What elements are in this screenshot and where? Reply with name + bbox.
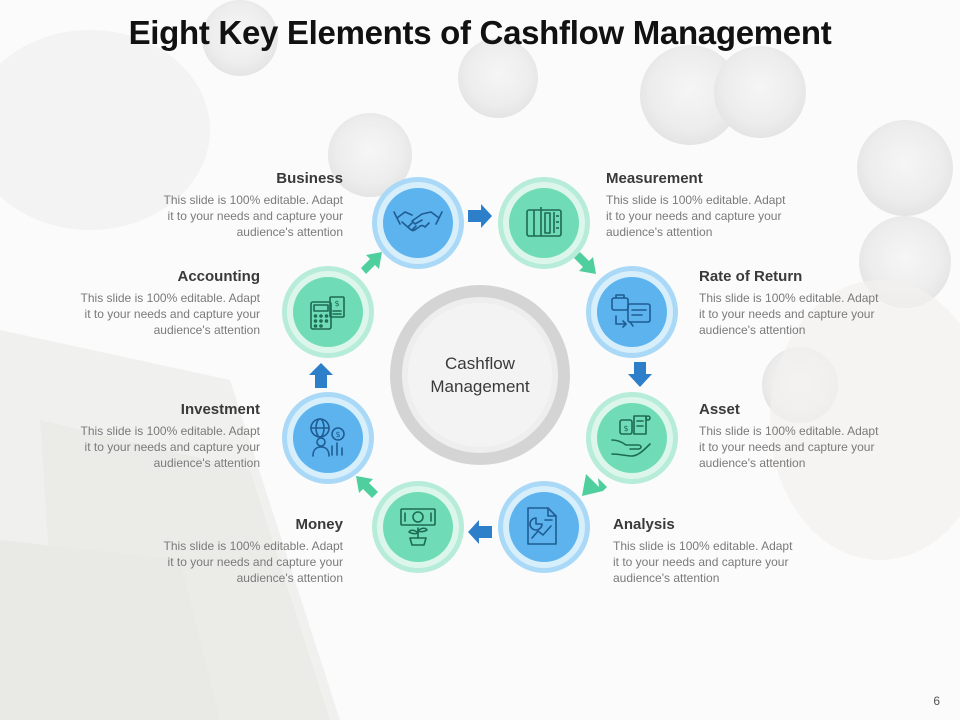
- label-business: Business This slide is 100% editable. Ad…: [130, 170, 343, 240]
- handshake-icon: [393, 211, 443, 232]
- label-analysis-title: Analysis: [613, 516, 675, 533]
- node-asset: [586, 392, 678, 484]
- calculator-icon: $: [310, 296, 345, 330]
- node-measurement: [498, 177, 590, 269]
- center-label: Cashflow Management: [400, 352, 560, 398]
- ruler-book-icon: [526, 207, 562, 237]
- label-business-title: Business: [276, 170, 343, 187]
- label-money: Money This slide is 100% editable. Adapt…: [123, 516, 343, 586]
- arrow-accounting-to-business: [361, 252, 382, 274]
- center-label-line1: Cashflow: [445, 354, 515, 373]
- coin-decoration: [202, 0, 953, 423]
- arrow-asset-to-analysis: [582, 474, 607, 496]
- report-chart-icon: [527, 507, 557, 545]
- node-rate-of-return: [586, 266, 678, 358]
- svg-text:$: $: [334, 299, 339, 308]
- svg-text:$: $: [623, 424, 628, 433]
- node-analysis: [498, 481, 590, 573]
- center-circle: [390, 285, 570, 465]
- money-hand-icon: $: [611, 415, 651, 457]
- label-asset-title: Asset: [699, 401, 740, 418]
- label-money-title: Money: [295, 516, 343, 533]
- label-investment: Investment This slide is 100% editable. …: [40, 401, 260, 471]
- label-investment-title: Investment: [180, 401, 260, 418]
- label-accounting: Accounting This slide is 100% editable. …: [40, 268, 260, 338]
- node-accounting: [282, 266, 374, 358]
- center-label-line2: Management: [430, 377, 530, 396]
- label-rate-of-return: Rate of Return This slide is 100% editab…: [699, 268, 919, 338]
- arrow-business-to-measurement: [468, 204, 492, 228]
- page-number: 6: [933, 694, 940, 708]
- page-title: Eight Key Elements of Cashflow Managemen…: [128, 14, 832, 51]
- globe-investor-icon: $: [310, 418, 345, 457]
- node-investment: [282, 392, 374, 484]
- banknote-plant-icon: [400, 508, 436, 546]
- label-measurement-title: Measurement: [606, 170, 703, 187]
- arrow-analysis-to-money: [468, 520, 492, 544]
- label-measurement: Measurement This slide is 100% editable.…: [606, 170, 826, 240]
- banknote-decoration: [0, 330, 340, 720]
- arrow-investment-to-accounting: [309, 363, 333, 388]
- label-analysis: Analysis This slide is 100% editable. Ad…: [613, 516, 833, 586]
- label-accounting-title: Accounting: [177, 268, 261, 285]
- arrow-measurement-to-rate: [574, 252, 596, 274]
- arrow-rate-to-asset: [628, 362, 652, 387]
- svg-text:$: $: [335, 430, 340, 439]
- arrow-money-to-investment: [356, 476, 378, 498]
- label-rate-of-return-title: Rate of Return: [699, 268, 803, 285]
- node-money: [372, 481, 464, 573]
- label-asset: Asset This slide is 100% editable. Adapt…: [699, 401, 919, 471]
- exchange-chat-icon: [611, 294, 651, 328]
